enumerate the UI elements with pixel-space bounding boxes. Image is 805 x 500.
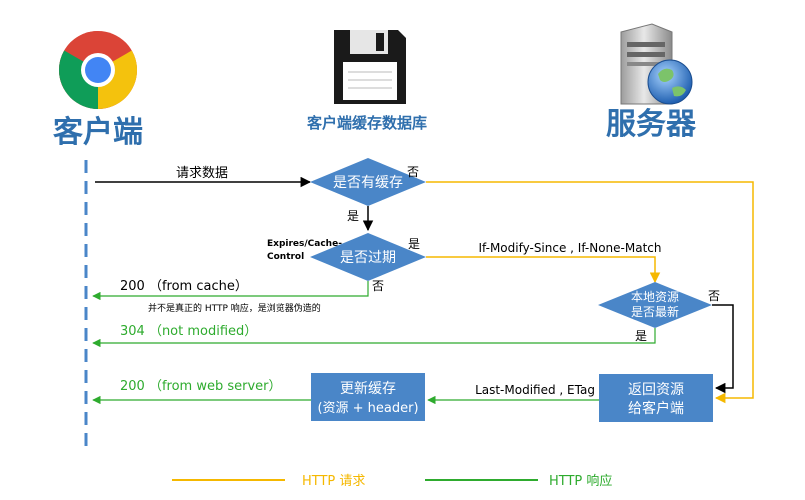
client-title: 客户端 xyxy=(53,115,143,150)
yes-label-3: 是 xyxy=(635,329,647,343)
from-cache-response-arrow xyxy=(92,281,369,301)
update-cache-box xyxy=(311,373,425,421)
last-modified-label: Last-Modified , ETag xyxy=(475,383,595,397)
local-latest-diamond xyxy=(598,282,712,328)
expired-label: 是否过期 xyxy=(340,250,396,266)
chrome-icon xyxy=(58,30,138,110)
legend-response-label: HTTP 响应 xyxy=(549,473,612,489)
expires-label-line1: Expires/Cache- xyxy=(267,239,342,249)
not-modified-response-arrow xyxy=(92,328,656,348)
update-cache-label-2: (资源 + header) xyxy=(317,401,418,416)
has-cache-label: 是否有缓存 xyxy=(333,175,403,191)
update-cache-label-1: 更新缓存 xyxy=(340,381,396,397)
expired-diamond xyxy=(310,233,426,281)
yes-label-2: 是 xyxy=(408,237,420,251)
local-latest-label-2: 是否最新 xyxy=(631,304,679,319)
legend-request-label: HTTP 请求 xyxy=(302,474,365,489)
yes-label-1: 是 xyxy=(347,209,359,223)
local-latest-label-1: 本地资源 xyxy=(631,290,679,304)
fake-response-note: 并不是真正的 HTTP 响应，是浏览器伪造的 xyxy=(148,302,321,314)
if-modify-request-arrow xyxy=(426,256,661,284)
server-title: 服务器 xyxy=(606,107,697,142)
return-resource-label-1: 返回资源 xyxy=(628,382,684,398)
not-latest-arrow xyxy=(712,304,734,394)
from-server-label: 200 （from web server） xyxy=(120,379,282,394)
no-cache-request-arrow xyxy=(426,181,754,404)
no-label-2: 否 xyxy=(372,279,384,293)
if-modify-label: If-Modify-Since , If-None-Match xyxy=(479,241,662,255)
return-resource-box xyxy=(599,374,713,422)
no-label-3: 否 xyxy=(708,289,720,303)
cache-db-title: 客户端缓存数据库 xyxy=(306,114,427,132)
server-icon xyxy=(620,23,693,105)
expires-label-line2: Control xyxy=(267,252,304,262)
request-data-label: 请求数据 xyxy=(176,166,228,181)
floppy-disk-icon xyxy=(334,30,406,104)
no-label-1: 否 xyxy=(407,165,419,179)
has-cache-diamond xyxy=(310,158,426,206)
not-modified-label: 304 （not modified） xyxy=(120,324,257,339)
from-cache-label: 200 （from cache） xyxy=(120,279,248,294)
return-resource-label-2: 给客户端 xyxy=(628,400,684,417)
